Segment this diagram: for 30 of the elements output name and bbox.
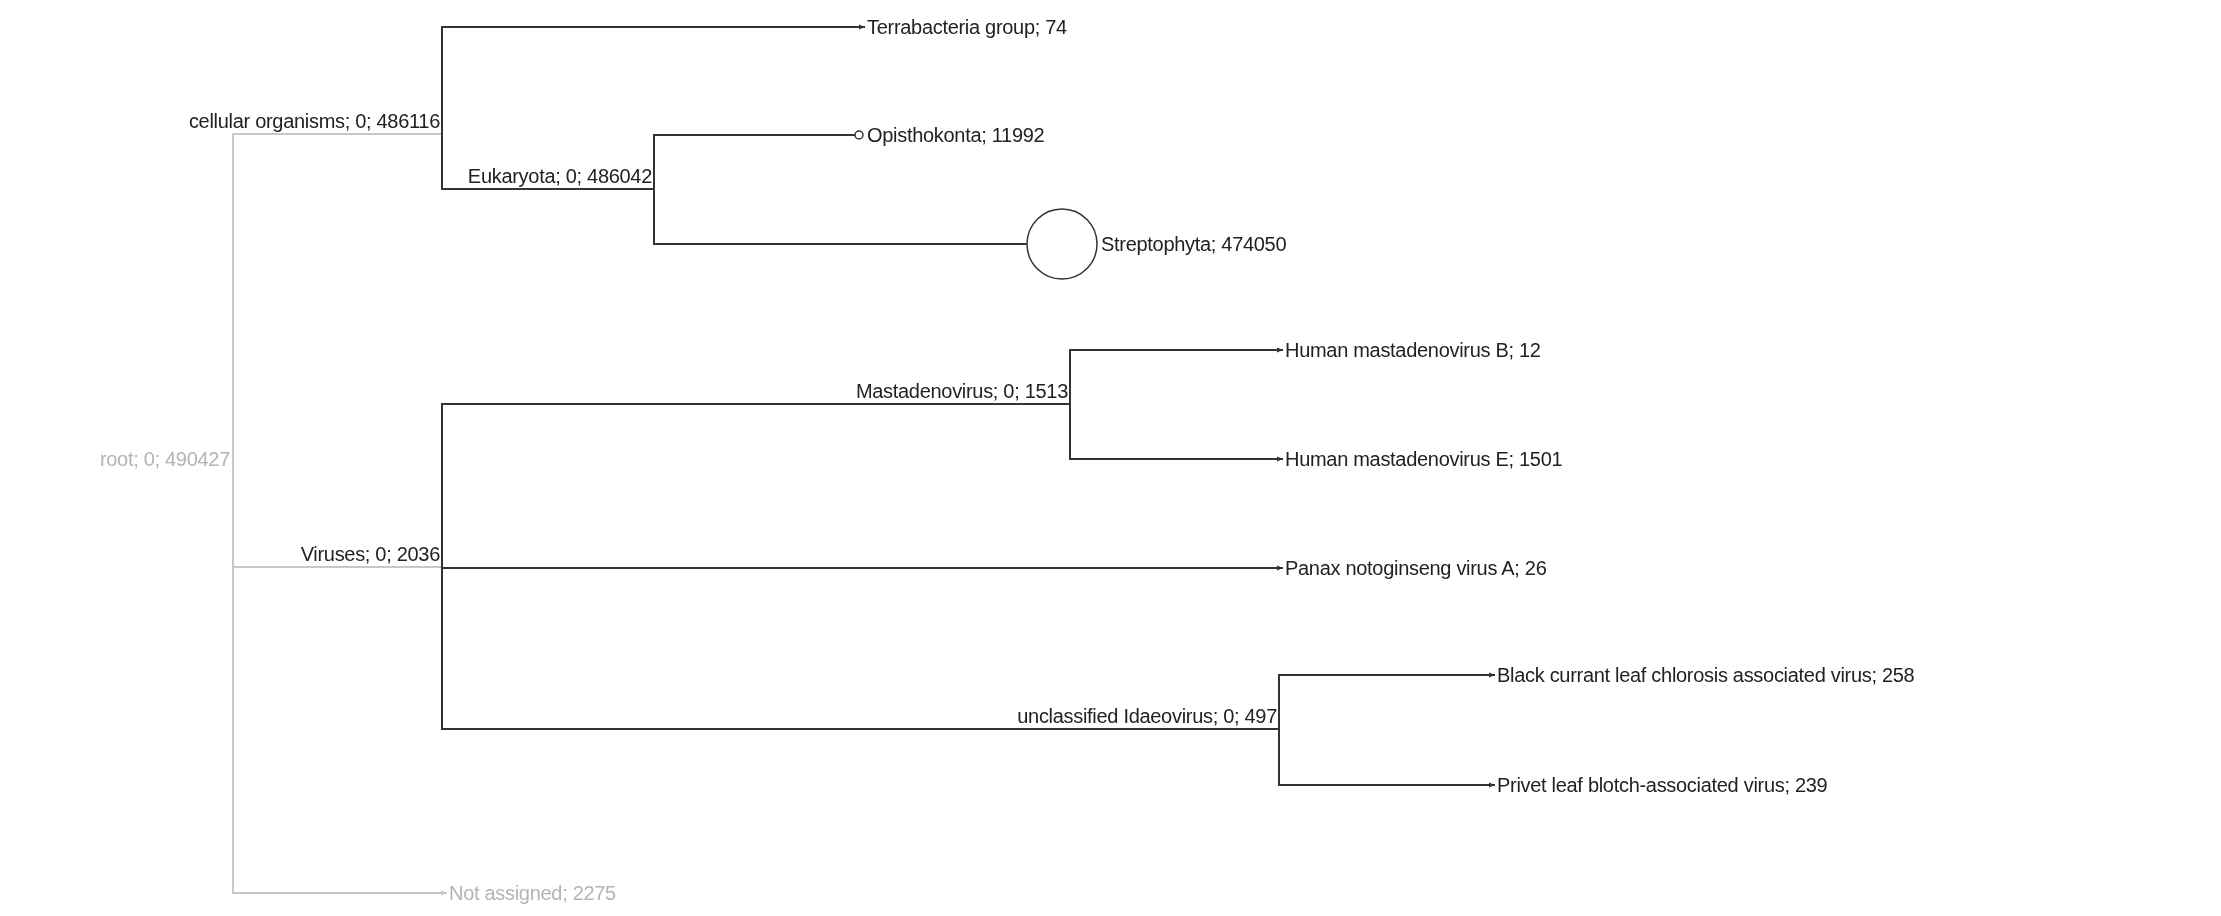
tree-branch: [441, 565, 1284, 571]
taxon-label: root; 0; 490427: [99, 446, 233, 471]
node-circle: [1026, 208, 1098, 280]
tree-branch: [1069, 347, 1284, 405]
tree-branch: [1069, 403, 1284, 462]
taxon-label: cellular organisms; 0; 486116: [188, 109, 442, 134]
tree-branch: [1278, 672, 1496, 730]
taxon-label: Viruses; 0; 2036: [300, 542, 442, 567]
taxon-label: Opisthokonta; 11992: [867, 123, 1045, 147]
tree-branch: [441, 133, 655, 190]
taxon-label: Panax notoginseng virus A; 26: [1285, 556, 1547, 580]
tree-branch: [653, 188, 1028, 245]
taxon-label: Mastadenovirus; 0; 1513: [855, 379, 1070, 404]
tree-branch: [441, 403, 1071, 568]
tree-branch: [441, 24, 866, 135]
taxon-label: Human mastadenovirus E; 1501: [1285, 447, 1563, 471]
taxon-label: Streptophyta; 474050: [1101, 232, 1287, 256]
taxon-label: Human mastadenovirus B; 12: [1285, 338, 1541, 362]
tree-branch: [441, 566, 1280, 730]
taxon-label: Not assigned; 2275: [449, 881, 616, 905]
node-circle: [854, 130, 864, 140]
tree-branch: [232, 133, 443, 462]
taxon-label: Privet leaf blotch-associated virus; 239: [1497, 773, 1828, 797]
taxon-label: unclassified Idaeovirus; 0; 497: [1017, 704, 1279, 729]
tree-branch: [653, 134, 856, 190]
taxon-label: Eukaryota; 0; 486042: [467, 164, 654, 189]
taxon-label: Black currant leaf chlorosis associated virus; 258: [1497, 663, 1915, 687]
taxon-label: Terrabacteria group; 74: [867, 15, 1067, 39]
tree-branch: [1278, 728, 1496, 788]
tree-branch: [232, 460, 448, 896]
